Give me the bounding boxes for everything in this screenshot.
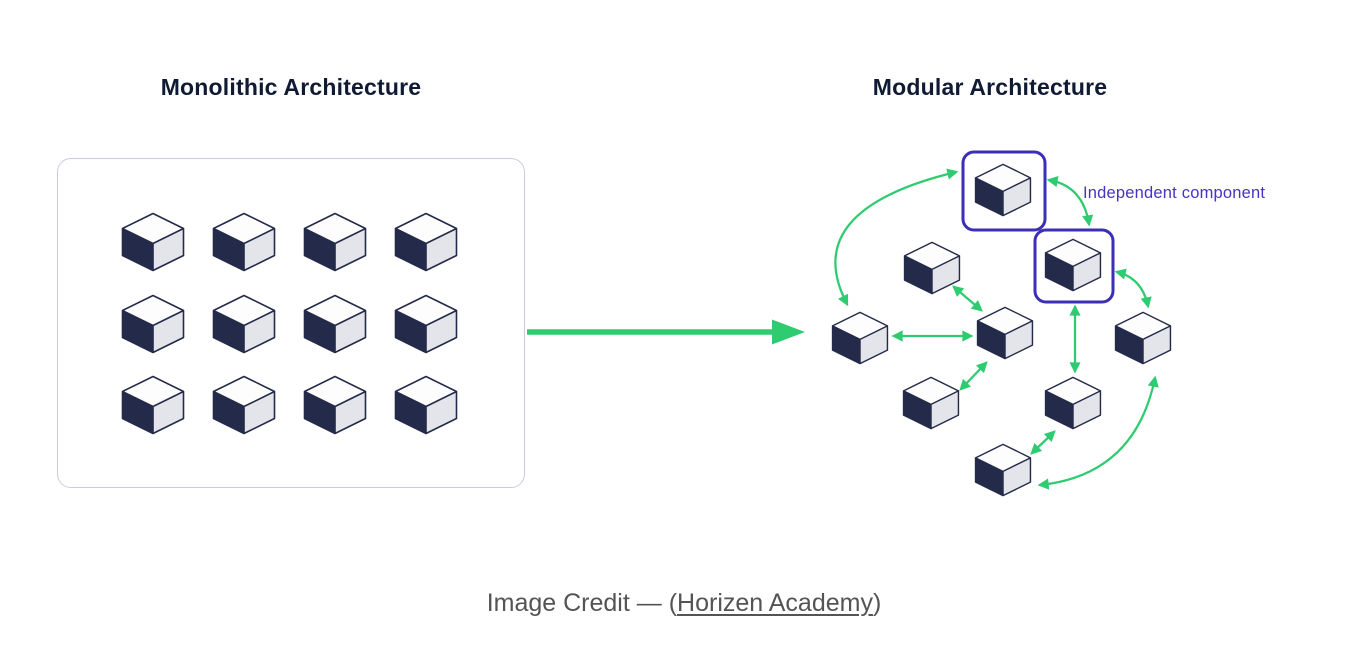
independent-component-label: Independent component [1083,184,1266,202]
cube-icon [121,375,185,435]
connection-arrow [952,285,983,312]
cube-icon [394,212,458,272]
cube-icon [212,212,276,272]
cube-icon [303,375,367,435]
monolithic-cubes-svg [121,212,458,435]
cube-icon [303,294,367,354]
modular-network-svg [831,150,1172,497]
independent-component-highlight [961,150,1047,232]
image-credit-suffix: ) [872,589,882,617]
cube-icon [212,294,276,354]
cube-icon [212,375,276,435]
cube-icon [394,294,458,354]
monolithic-title: Monolithic Architecture [160,74,422,100]
independent-component-highlight [1033,228,1115,304]
cube-icon [831,311,889,365]
horizen-academy-link[interactable]: Horizen Academy [677,589,873,617]
connection-arrow [1030,430,1056,455]
connection-arrow [1046,176,1094,227]
cube-icon [976,306,1034,360]
modular-title: Modular Architecture [872,74,1108,100]
connection-arrow [1037,375,1159,490]
cube-icon [974,163,1032,217]
cube-icon [1044,376,1102,430]
cube-icon [1114,311,1172,365]
cube-icon [902,376,960,430]
cube-icon [394,375,458,435]
image-credit-prefix: Image Credit — ( [486,589,678,617]
cube-icon [974,443,1032,497]
cube-icon [1044,238,1102,292]
cube-icon [303,212,367,272]
cube-icon [121,294,185,354]
monolithic-panel [57,158,525,488]
cube-icon [903,241,961,295]
image-credit: Image Credit — (Horizen Academy) [0,589,1368,618]
connection-arrow [834,168,959,307]
cube-icon [121,212,185,272]
transition-arrow-icon [527,319,805,345]
connection-arrow [959,361,988,391]
connection-arrow [1114,268,1152,309]
